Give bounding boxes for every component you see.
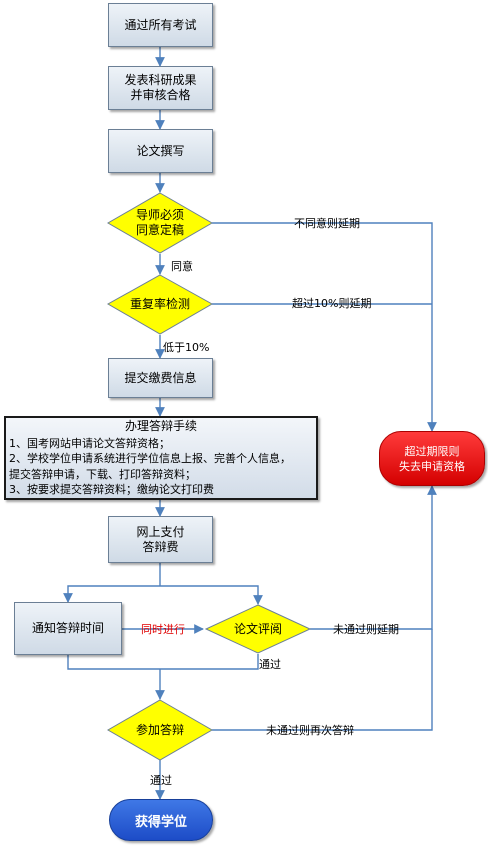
step-notify-time: 通知答辩时间 [14, 602, 122, 655]
arrow-split-to-notify [63, 585, 160, 603]
step-publish-research: 发表科研成果 并审核合格 [108, 66, 213, 110]
procedures-box: 办理答辩手续 1、国考网站申请论文答辩资格； 2、学校学位申请系统进行学位信息上… [4, 416, 318, 500]
label-defense-pass: 通过 [150, 774, 172, 787]
step-write-thesis: 论文撰写 [108, 129, 213, 173]
arrow-review-delay [310, 485, 437, 630]
label-agree: 同意 [171, 259, 193, 273]
outcome-degree: 获得学位 [109, 799, 213, 841]
label-review-pass: 通过 [259, 658, 281, 671]
label-below10: 低于10% [163, 341, 209, 354]
diamond-thesis-review [204, 604, 312, 654]
procedures-line-4: 3、按要求提交答辩资料；缴纳论文打印费 [9, 483, 214, 496]
procedures-title: 办理答辩手续 [124, 419, 197, 433]
arrow-defense-retry [212, 629, 433, 731]
diamond-advisor-approval-label: 导师必须 同意定稿 [135, 208, 184, 237]
label-simultaneous: 同时进行 [141, 623, 185, 636]
step-pass-exams: 通过所有考试 [108, 3, 213, 47]
label-review-fail-delay: 未通过则延期 [333, 623, 399, 636]
diamond-plagiarism-check-label: 重复率检测 [129, 297, 190, 311]
diamond-attend-defense-label: 参加答辩 [135, 722, 184, 737]
label-defense-fail-redo: 未通过则再次答辩 [266, 723, 354, 737]
step-online-payment: 网上支付 答辩费 [108, 516, 213, 563]
diamond-plagiarism-check [106, 274, 214, 335]
arrow-split-to-review [160, 585, 263, 605]
outcome-disqualified: 超过期限则 失去申请资格 [379, 431, 485, 486]
label-over10-delay: 超过10%则延期 [292, 296, 371, 310]
diamond-attend-defense [106, 699, 214, 761]
diamond-advisor-approval [106, 192, 214, 254]
procedures-line-1: 1、国考网站申请论文答辩资格； [9, 436, 170, 450]
arrow-advisor-delay [212, 222, 437, 432]
diamond-thesis-review-label: 论文评阅 [233, 621, 282, 636]
merge-from-review [160, 654, 259, 670]
merge-from-notify [67, 655, 160, 670]
procedures-line-2: 2、学校学位申请系统进行学位信息上报、完善个人信息， [9, 452, 291, 465]
label-disagree-delay: 不同意则延期 [294, 216, 360, 230]
step-submit-fee-info: 提交缴费信息 [108, 358, 213, 398]
procedures-line-3: 提交答辩申请，下载、打印答辩资料； [9, 467, 196, 481]
